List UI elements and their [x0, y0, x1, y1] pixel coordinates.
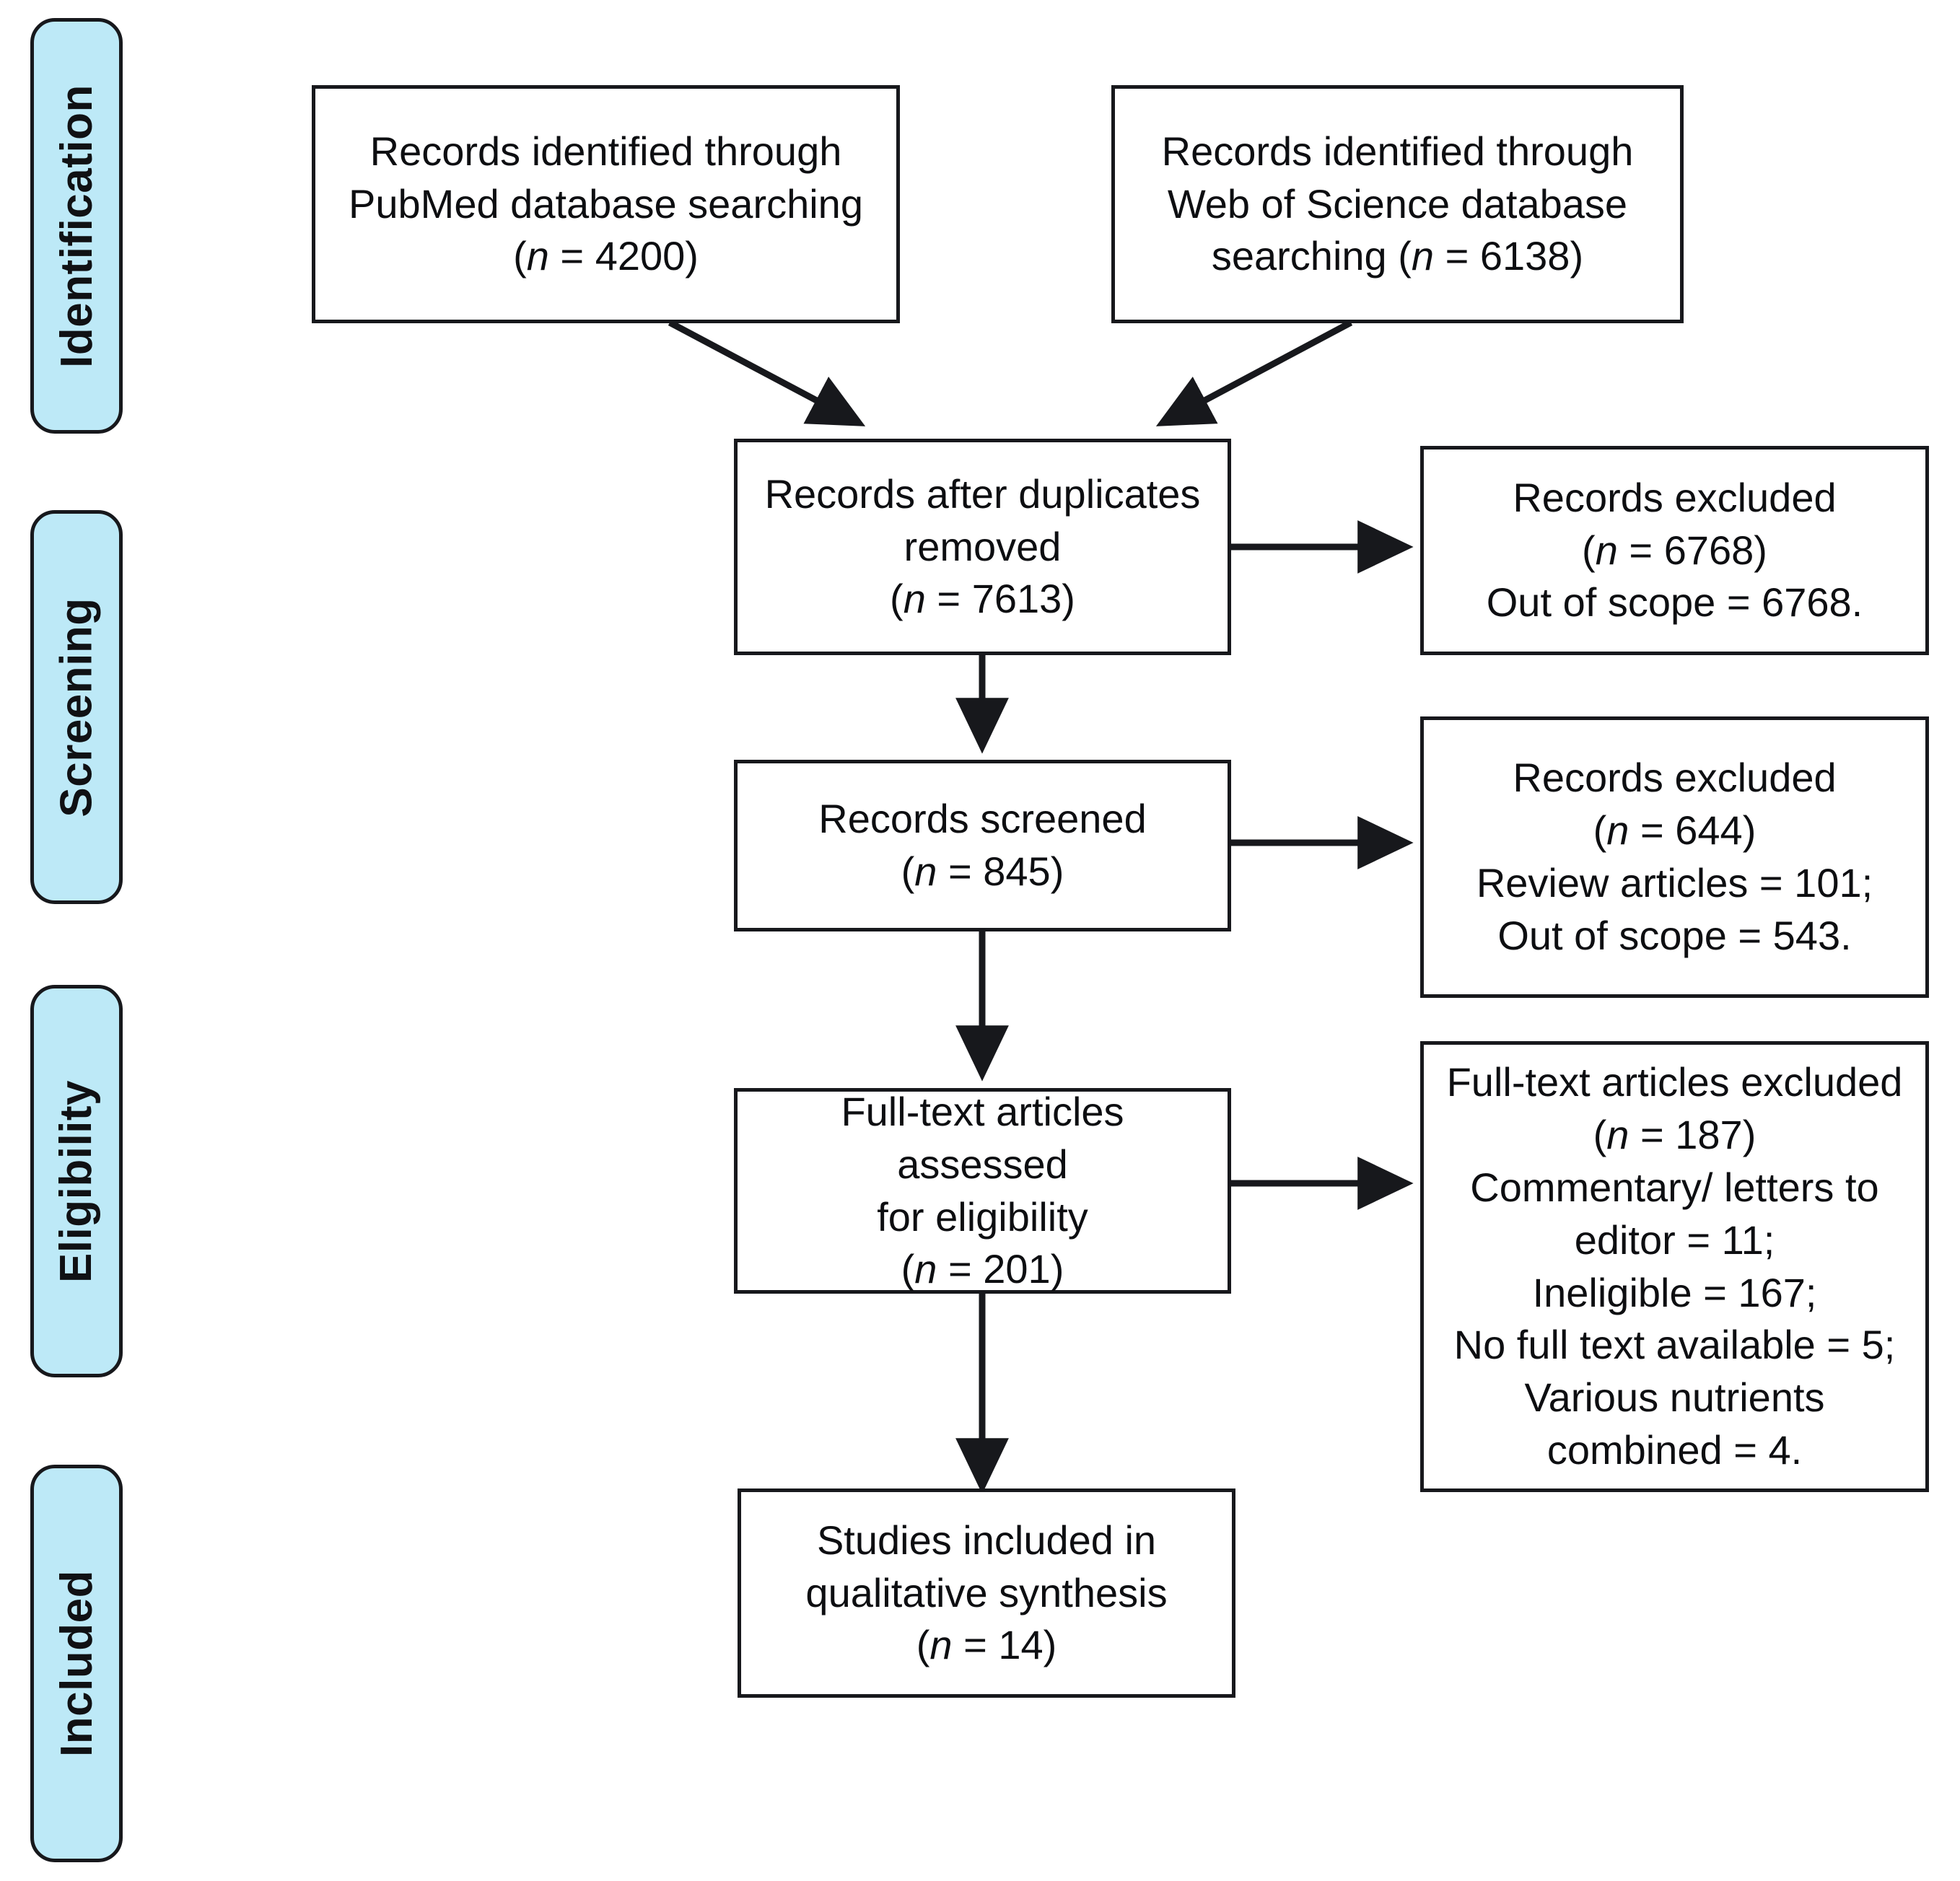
box-excluded-duplicates: Records excluded (n = 6768) Out of scope…	[1420, 446, 1929, 655]
stage-label-included: Included	[51, 1570, 102, 1757]
box-duplicates-removed: Records after duplicates removed (n = 76…	[734, 439, 1231, 655]
box-records-wos: Records identified through Web of Scienc…	[1111, 85, 1684, 323]
stage-pill-screening: Screening	[30, 510, 123, 904]
box-excluded-duplicates-text: Records excluded (n = 6768) Out of scope…	[1486, 474, 1863, 626]
stage-label-identification: Identification	[51, 84, 102, 368]
stage-pill-identification: Identification	[30, 18, 123, 434]
stage-label-eligibility: Eligibility	[51, 1079, 102, 1283]
arrow-pubmed-to-duplicates	[668, 320, 866, 426]
box-records-screened-text: Records screened (n = 845)	[818, 796, 1147, 894]
box-records-wos-text: Records identified through Web of Scienc…	[1161, 128, 1634, 279]
box-records-screened: Records screened (n = 845)	[734, 760, 1231, 931]
stage-label-screening: Screening	[51, 597, 102, 817]
box-fulltext-assessed: Full-text articles assessed for eligibil…	[734, 1088, 1231, 1294]
arrow-wos-to-duplicates	[1155, 320, 1353, 426]
box-records-pubmed-text: Records identified through PubMed databa…	[349, 128, 863, 279]
box-fulltext-assessed-text: Full-text articles assessed for eligibil…	[841, 1088, 1124, 1292]
box-studies-included-text: Studies included in qualitative synthesi…	[805, 1517, 1168, 1668]
box-fulltext-excluded: Full-text articles excluded (n = 187) Co…	[1420, 1041, 1929, 1492]
box-records-pubmed: Records identified through PubMed databa…	[312, 85, 900, 323]
box-excluded-screened: Records excluded (n = 644) Review articl…	[1420, 716, 1929, 998]
box-studies-included: Studies included in qualitative synthesi…	[738, 1488, 1235, 1698]
box-fulltext-excluded-text: Full-text articles excluded (n = 187) Co…	[1446, 1059, 1903, 1473]
stage-pill-included: Included	[30, 1465, 123, 1862]
box-excluded-screened-text: Records excluded (n = 644) Review articl…	[1476, 755, 1873, 958]
stage-pill-eligibility: Eligibility	[30, 985, 123, 1377]
box-duplicates-removed-text: Records after duplicates removed (n = 76…	[764, 470, 1201, 622]
